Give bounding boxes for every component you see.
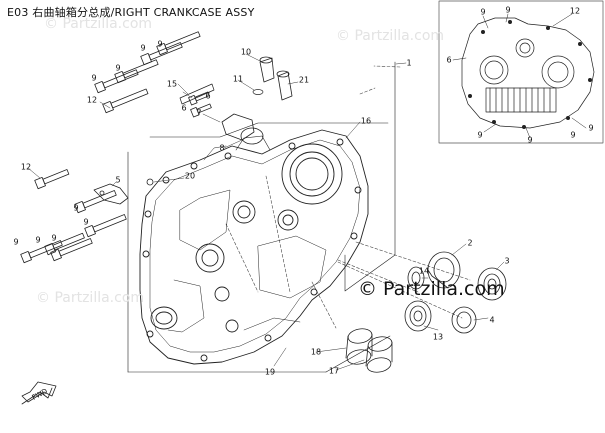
inset-frame: [438, 0, 604, 144]
subgroup-bracket: [149, 122, 389, 138]
sensor-part-7: [221, 113, 255, 141]
callout-19[interactable]: 19: [264, 367, 276, 377]
sleeve-part-18: [345, 328, 373, 365]
callout-9-g[interactable]: 9: [13, 237, 19, 247]
callout-2[interactable]: 2: [467, 238, 473, 248]
watermark-secondary: © Partzilla.com: [36, 290, 145, 306]
inset-callout-9-f[interactable]: 9: [588, 123, 594, 133]
callout-13[interactable]: 13: [432, 332, 444, 342]
bearing-part-3: [477, 267, 507, 301]
callout-6-a[interactable]: 6: [205, 91, 211, 101]
callout-11[interactable]: 11: [232, 74, 244, 84]
callout-1[interactable]: 1: [406, 58, 412, 68]
callout-21[interactable]: 21: [298, 75, 310, 85]
fwd-arrow-icon: [21, 381, 57, 405]
callout-12-b[interactable]: 12: [20, 162, 32, 172]
callout-18[interactable]: 18: [310, 347, 322, 357]
callout-7[interactable]: 7: [196, 108, 202, 118]
washer-part-11: [252, 89, 264, 95]
callout-15[interactable]: 15: [166, 79, 178, 89]
dashed-leaders: [225, 65, 471, 329]
inset-callout-9-a[interactable]: 9: [480, 7, 486, 17]
callout-9-h[interactable]: 9: [35, 235, 41, 245]
callout-17[interactable]: 17: [328, 366, 340, 376]
watermark-primary: © Partzilla.com: [44, 16, 153, 32]
inset-crankcase: [452, 13, 595, 139]
bearing-part-4: [451, 306, 477, 334]
crankcase-body: [139, 129, 369, 365]
callout-9-i[interactable]: 9: [51, 233, 57, 243]
callout-3[interactable]: 3: [504, 256, 510, 266]
callout-8[interactable]: 8: [219, 143, 225, 153]
bracket-part-5: [93, 183, 129, 205]
plug-part-20: [146, 178, 154, 186]
callout-14[interactable]: 14: [418, 266, 430, 276]
bearing-part-2: [427, 251, 461, 289]
tube-part-21: [277, 71, 293, 101]
callout-9-b[interactable]: 9: [157, 39, 163, 49]
inset-callout-9-d[interactable]: 9: [527, 135, 533, 145]
callout-5[interactable]: 5: [115, 175, 121, 185]
assembly-bracket: [344, 61, 396, 292]
callout-leaders: [27, 53, 505, 371]
inset-callout-12[interactable]: 12: [569, 6, 581, 16]
brand-watermark: © Partzilla.com: [358, 278, 505, 300]
bolts: [20, 31, 201, 264]
page-title: E03 右曲轴箱分总成/RIGHT CRANKCASE ASSY: [7, 6, 255, 19]
callout-9-c[interactable]: 9: [115, 63, 121, 73]
callout-4[interactable]: 4: [489, 315, 495, 325]
inset-callout-9-e[interactable]: 9: [570, 130, 576, 140]
sleeve-part-17: [365, 336, 393, 373]
callout-20[interactable]: 20: [184, 171, 196, 181]
callout-9-d[interactable]: 9: [91, 73, 97, 83]
bearing-part-13: [404, 300, 432, 332]
watermark-inset: © Partzilla.com: [336, 28, 445, 44]
callout-6-b[interactable]: 6: [181, 103, 187, 113]
inset-callout-6[interactable]: 6: [446, 55, 452, 65]
inset-callout-9-b[interactable]: 9: [505, 5, 511, 15]
o-ring-part-8: [240, 127, 264, 145]
callout-16[interactable]: 16: [360, 116, 372, 126]
plate-part-15: [179, 83, 215, 105]
inset-bolt-heads: [468, 20, 592, 129]
fitting-part-10: [259, 57, 275, 83]
callout-9-e[interactable]: 9: [73, 203, 79, 213]
callout-9-a[interactable]: 9: [140, 43, 146, 53]
callout-10[interactable]: 10: [240, 47, 252, 57]
callout-12-a[interactable]: 12: [86, 95, 98, 105]
callout-9-f[interactable]: 9: [83, 217, 89, 227]
inset-callout-9-c[interactable]: 9: [477, 130, 483, 140]
